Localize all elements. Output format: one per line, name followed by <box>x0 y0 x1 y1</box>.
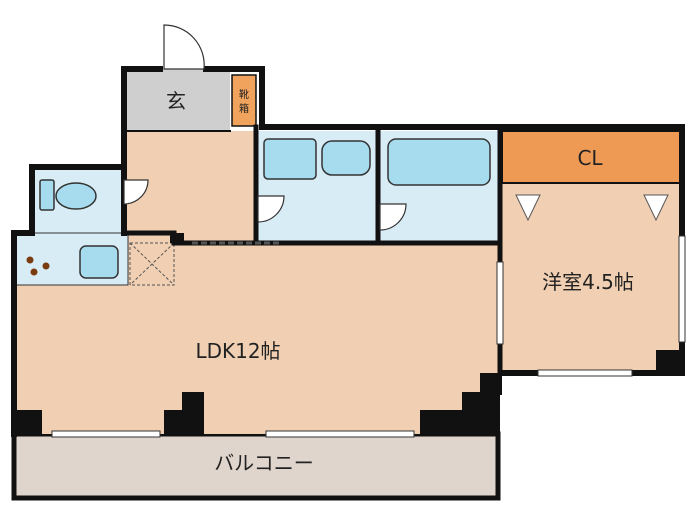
toilet-icon <box>39 179 97 211</box>
balcony: バルコニー <box>11 431 501 501</box>
shoe-cabinet <box>231 74 257 127</box>
western-room-label: 洋室4.5帖 <box>542 270 634 294</box>
columns <box>14 233 682 434</box>
balcony-label: バルコニー <box>214 451 314 475</box>
closet-doors <box>515 194 669 222</box>
front-door <box>163 24 205 70</box>
stove-icon <box>26 256 50 276</box>
toilet-door <box>123 179 149 205</box>
shoe-cabinet-label-2: 箱 <box>239 102 249 115</box>
doors <box>123 24 407 245</box>
bathtub-icon <box>387 138 491 186</box>
sink-icon <box>79 245 119 279</box>
windows <box>51 235 686 438</box>
closet-label: CL <box>577 146 603 170</box>
washbasin-icon <box>263 138 371 180</box>
bath-door <box>379 203 407 231</box>
ldk-label: LDK12帖 <box>195 339 280 363</box>
shoe-cabinet-label-1: 靴 <box>239 88 249 101</box>
bathroom-door <box>257 195 285 223</box>
entrance-label: 玄 <box>166 89 186 113</box>
walls <box>11 66 685 437</box>
western-room-floor <box>502 183 682 373</box>
entrance-tile <box>124 69 230 131</box>
fridge-space <box>129 242 175 286</box>
